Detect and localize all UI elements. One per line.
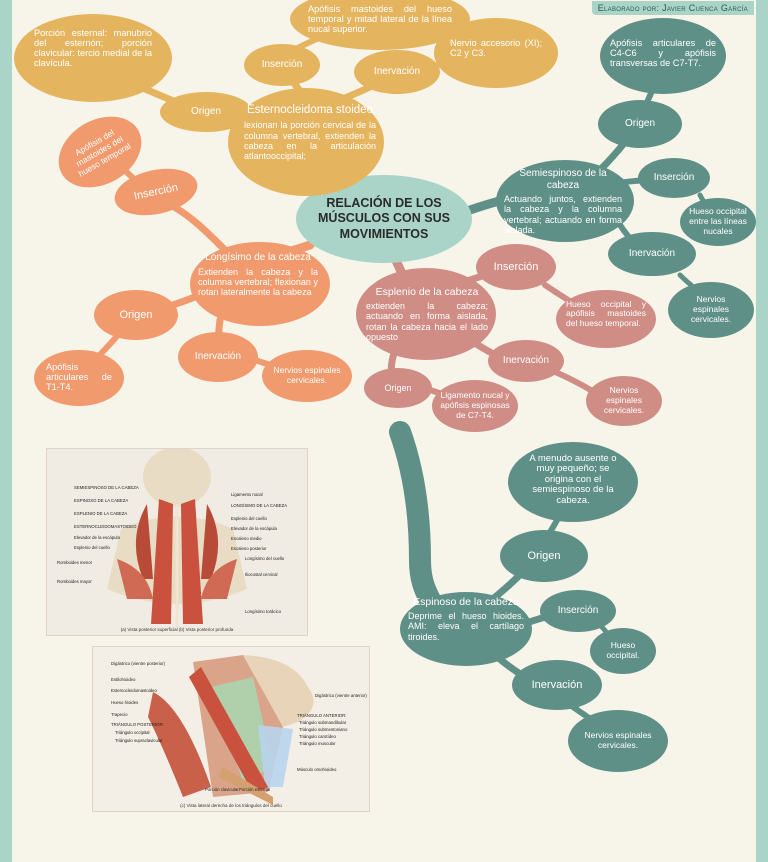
longisimo-origen-text: Apófisis articulares de T1-T4.: [34, 350, 124, 406]
fig2-label-right-6: Triángulo muscular: [299, 741, 336, 746]
scm-inervacion-node: Inervación: [354, 50, 440, 94]
fig1-label-right-3: Esplenio del cuello: [231, 516, 267, 521]
fig1-label-right-1: Ligamento nucal: [231, 492, 263, 497]
fig2-label-right-1: Digástrico (vientre anterior): [315, 693, 367, 698]
fig1-label-left-4: ESTERNOCLEIDOMASTOIDEO: [74, 524, 137, 529]
figure-lateral-neck: Digástrico (vientre posterior) Estilohio…: [92, 646, 370, 812]
fig2-label-right-3: Triángulo submandibular: [299, 720, 347, 725]
semiespinoso-origen-node: Origen: [598, 100, 682, 148]
semiespinoso-name: Semiespinoso de la cabeza: [519, 168, 607, 191]
fig2-label-right-5: Triángulo carotídeo: [299, 734, 336, 739]
fig1-label-left-3: ESPLENIO DE LA CABEZA: [74, 511, 128, 516]
longisimo-origen-node: Origen: [94, 290, 178, 340]
fig1-label-left-5: Elevador de la escápula: [74, 535, 120, 540]
semiespinoso-insercion-text: Hueso occipital entre las líneas nucales: [680, 198, 756, 246]
fig1-label-left-7: Romboides menor: [57, 560, 93, 565]
semiespinoso-node: [496, 160, 634, 242]
posterior-neck-illustration: [107, 449, 247, 627]
left-border: [0, 0, 12, 862]
figure-posterior-neck: SEMIESPINOSO DE LA CABEZA ESPINOSO DE LA…: [46, 448, 308, 636]
fig1-label-left-8: Romboides mayor: [57, 579, 92, 584]
scm-main: Esternocleidoma stoideo lexionan la porc…: [244, 104, 376, 162]
fig1-label-right-4: Elevador de la escápula: [231, 526, 277, 531]
fig2-label-left-6: TRIÁNGULO POSTERIOR:: [111, 722, 164, 727]
esplenio-origen-node: Origen: [364, 368, 432, 408]
esplenio-desc: extienden la cabeza; actuando en forma a…: [366, 301, 488, 343]
espinoso-insercion-node: Inserción: [540, 590, 616, 632]
fig1-caption: (a) Vista posterior superficial (b) Vist…: [120, 627, 234, 632]
esplenio-inervacion-text: Nervios espinales cervicales.: [586, 376, 662, 426]
fig2-label-bottom-1: Porción clavicular: [205, 787, 239, 792]
espinoso-origen-node: Origen: [500, 530, 588, 582]
fig1-label-left-1: SEMIESPINOSO DE LA CABEZA: [74, 485, 139, 490]
longisimo-node: [190, 242, 330, 326]
fig2-label-left-3: Esternocleidomastoideo: [111, 688, 157, 693]
fig1-label-right-9: Longísimo torácico: [245, 609, 282, 614]
fig2-label-left-5: Trapecio: [111, 712, 128, 717]
scm-inervacion-text: Nervio accesorio (XI); C2 y C3.: [434, 18, 558, 88]
fig1-label-right-7: Longísimo del cuello: [245, 556, 285, 561]
fig2-label-right-2: TRIÁNGULO ANTERIOR:: [297, 713, 347, 718]
longisimo-desc: Extienden la cabeza y la columna vertebr…: [198, 266, 318, 298]
fig1-label-right-5: Escaleno medio: [231, 536, 262, 541]
fig2-label-left-2: Estilohioideo: [111, 677, 136, 682]
esplenio-origen-text: Ligamento nucal y apófisis espinosas de …: [432, 380, 518, 432]
longisimo-inervacion-node: Inervación: [178, 332, 258, 382]
scm-origen-text: Porción esternal: manubrio del esternón;…: [14, 14, 172, 102]
espinoso-origen-text: A menudo ausente o muy pequeño; se origi…: [508, 442, 638, 522]
fig1-label-right-2: LONGÍSIMO DE LA CABEZA: [231, 503, 288, 508]
lateral-neck-illustration: [148, 655, 314, 805]
scm-insercion-node: Inserción: [244, 44, 320, 86]
semiespinoso-insercion-node: Inserción: [638, 158, 710, 198]
semiespinoso-inervacion-node: Inervación: [608, 232, 696, 276]
esplenio-insercion-node: Inserción: [476, 244, 556, 290]
semiespinoso-desc: Actuando juntos, extienden la cabeza y l…: [504, 194, 622, 236]
esplenio-name: Esplenio de la cabeza: [375, 286, 479, 298]
fig2-label-left-8: Triángulo supraclavicular: [115, 738, 163, 743]
longisimo-name: Longísimo de la cabeza: [205, 252, 311, 263]
fig2-label-bottom-2: Porción esternal: [239, 787, 271, 792]
fig1-label-right-8: Iliocostal cervical: [245, 572, 278, 577]
esplenio-node: [356, 268, 496, 360]
semiespinoso-origen-text: Apófisis articulares de C4-C6 y apófisis…: [600, 18, 726, 94]
espinoso-node: [400, 592, 532, 666]
espinoso-insercion-text: Hueso occipital.: [590, 628, 656, 674]
fig1-label-left-6: Esplenio del cuello: [74, 545, 110, 550]
espinoso-desc: Deprime el hueso hioides. AMI: eleva el …: [408, 611, 524, 642]
esplenio-insercion-text: Hueso occipital y apófisis mastoides del…: [556, 290, 656, 348]
semiespinoso-inervacion-text: Nervios espinales cervicales.: [668, 282, 754, 338]
right-border: [756, 0, 768, 862]
fig2-label-left-7: Triángulo occipital: [115, 730, 150, 735]
espinoso-name: Espinoso de la cabeza: [413, 596, 519, 608]
author-credit: Elaborado por: Javier Cuenca García: [591, 1, 754, 15]
espinoso-inervacion-node: Inervación: [512, 660, 602, 710]
scm-name: Esternocleidoma stoideo: [247, 104, 373, 116]
fig2-caption: (c) Vista lateral derecha de los triángu…: [180, 803, 282, 808]
longisimo-inervacion-text: Nervios espinales cervicales.: [262, 350, 352, 402]
fig2-label-right-4: Triángulo submentoniano: [299, 727, 348, 732]
fig2-label-left-1: Digástrico (vientre posterior): [111, 661, 165, 666]
esplenio-main: Esplenio de la cabeza extienden la cabez…: [366, 286, 488, 342]
scm-node: [228, 88, 384, 196]
espinoso-main: Espinoso de la cabeza Deprime el hueso h…: [408, 596, 524, 642]
fig2-label-right-7: Músculo omohioideo: [297, 767, 337, 772]
espinoso-inervacion-text: Nervios espinales cervicales.: [568, 710, 668, 772]
fig1-label-right-6: Escaleno posterior: [231, 546, 267, 551]
scm-desc: lexionan la porción cervical de la colum…: [244, 120, 376, 162]
fig2-label-left-4: Hueso hioides: [111, 700, 139, 705]
fig1-label-left-2: ESPINOSO DE LA CABEZA: [74, 498, 129, 503]
esplenio-inervacion-node: Inervación: [488, 340, 564, 382]
longisimo-main: Longísimo de la cabeza Extienden la cabe…: [198, 252, 318, 298]
semiespinoso-main: Semiespinoso de la cabeza Actuando junto…: [504, 168, 622, 235]
